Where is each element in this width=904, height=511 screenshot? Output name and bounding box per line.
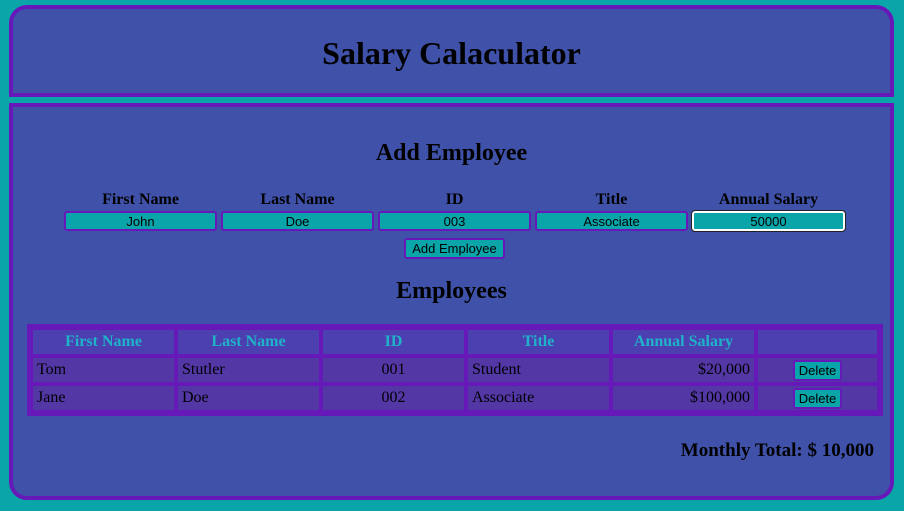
cell-actions: Delete (756, 356, 879, 384)
title-input[interactable] (535, 211, 688, 231)
cell-actions: Delete (756, 384, 879, 412)
delete-button[interactable]: Delete (792, 359, 843, 381)
cell-title: Student (466, 356, 611, 384)
cell-title: Associate (466, 384, 611, 412)
column-header-last-name: Last Name (176, 328, 321, 356)
table-row: Jane Doe 002 Associate $100,000 Delete (31, 384, 879, 412)
page-title: Salary Calaculator (322, 35, 581, 71)
first-name-label: First Name (102, 191, 179, 208)
monthly-total: Monthly Total: $ 10,000 (680, 440, 874, 461)
column-header-actions (756, 328, 879, 356)
employees-heading: Employees (396, 278, 507, 304)
annual-salary-label: Annual Salary (718, 191, 819, 208)
last-name-input[interactable] (221, 211, 374, 231)
cell-annual-salary: $100,000 (611, 384, 756, 412)
cell-annual-salary: $20,000 (611, 356, 756, 384)
title-label: Title (595, 191, 628, 208)
cell-last-name: Stutler (176, 356, 321, 384)
cell-first-name: Jane (31, 384, 176, 412)
main-panel: Add Employee First Name Last Name ID Tit… (9, 103, 894, 500)
table-row: Tom Stutler 001 Student $20,000 Delete (31, 356, 879, 384)
add-employee-button[interactable]: Add Employee (404, 238, 505, 259)
id-input[interactable] (378, 211, 531, 231)
cell-last-name: Doe (176, 384, 321, 412)
add-employee-heading: Add Employee (375, 140, 528, 166)
cell-id: 002 (321, 384, 466, 412)
app-header: Salary Calaculator (9, 5, 894, 97)
employees-table: First Name Last Name ID Title Annual Sal… (27, 324, 883, 416)
cell-id: 001 (321, 356, 466, 384)
column-header-first-name: First Name (31, 328, 176, 356)
first-name-input[interactable] (64, 211, 217, 231)
column-header-annual-salary: Annual Salary (611, 328, 756, 356)
column-header-title: Title (466, 328, 611, 356)
column-header-id: ID (321, 328, 466, 356)
id-label: ID (445, 191, 464, 208)
last-name-label: Last Name (260, 191, 335, 208)
annual-salary-input[interactable] (691, 210, 846, 232)
delete-button[interactable]: Delete (792, 387, 843, 409)
table-header-row: First Name Last Name ID Title Annual Sal… (31, 328, 879, 356)
cell-first-name: Tom (31, 356, 176, 384)
